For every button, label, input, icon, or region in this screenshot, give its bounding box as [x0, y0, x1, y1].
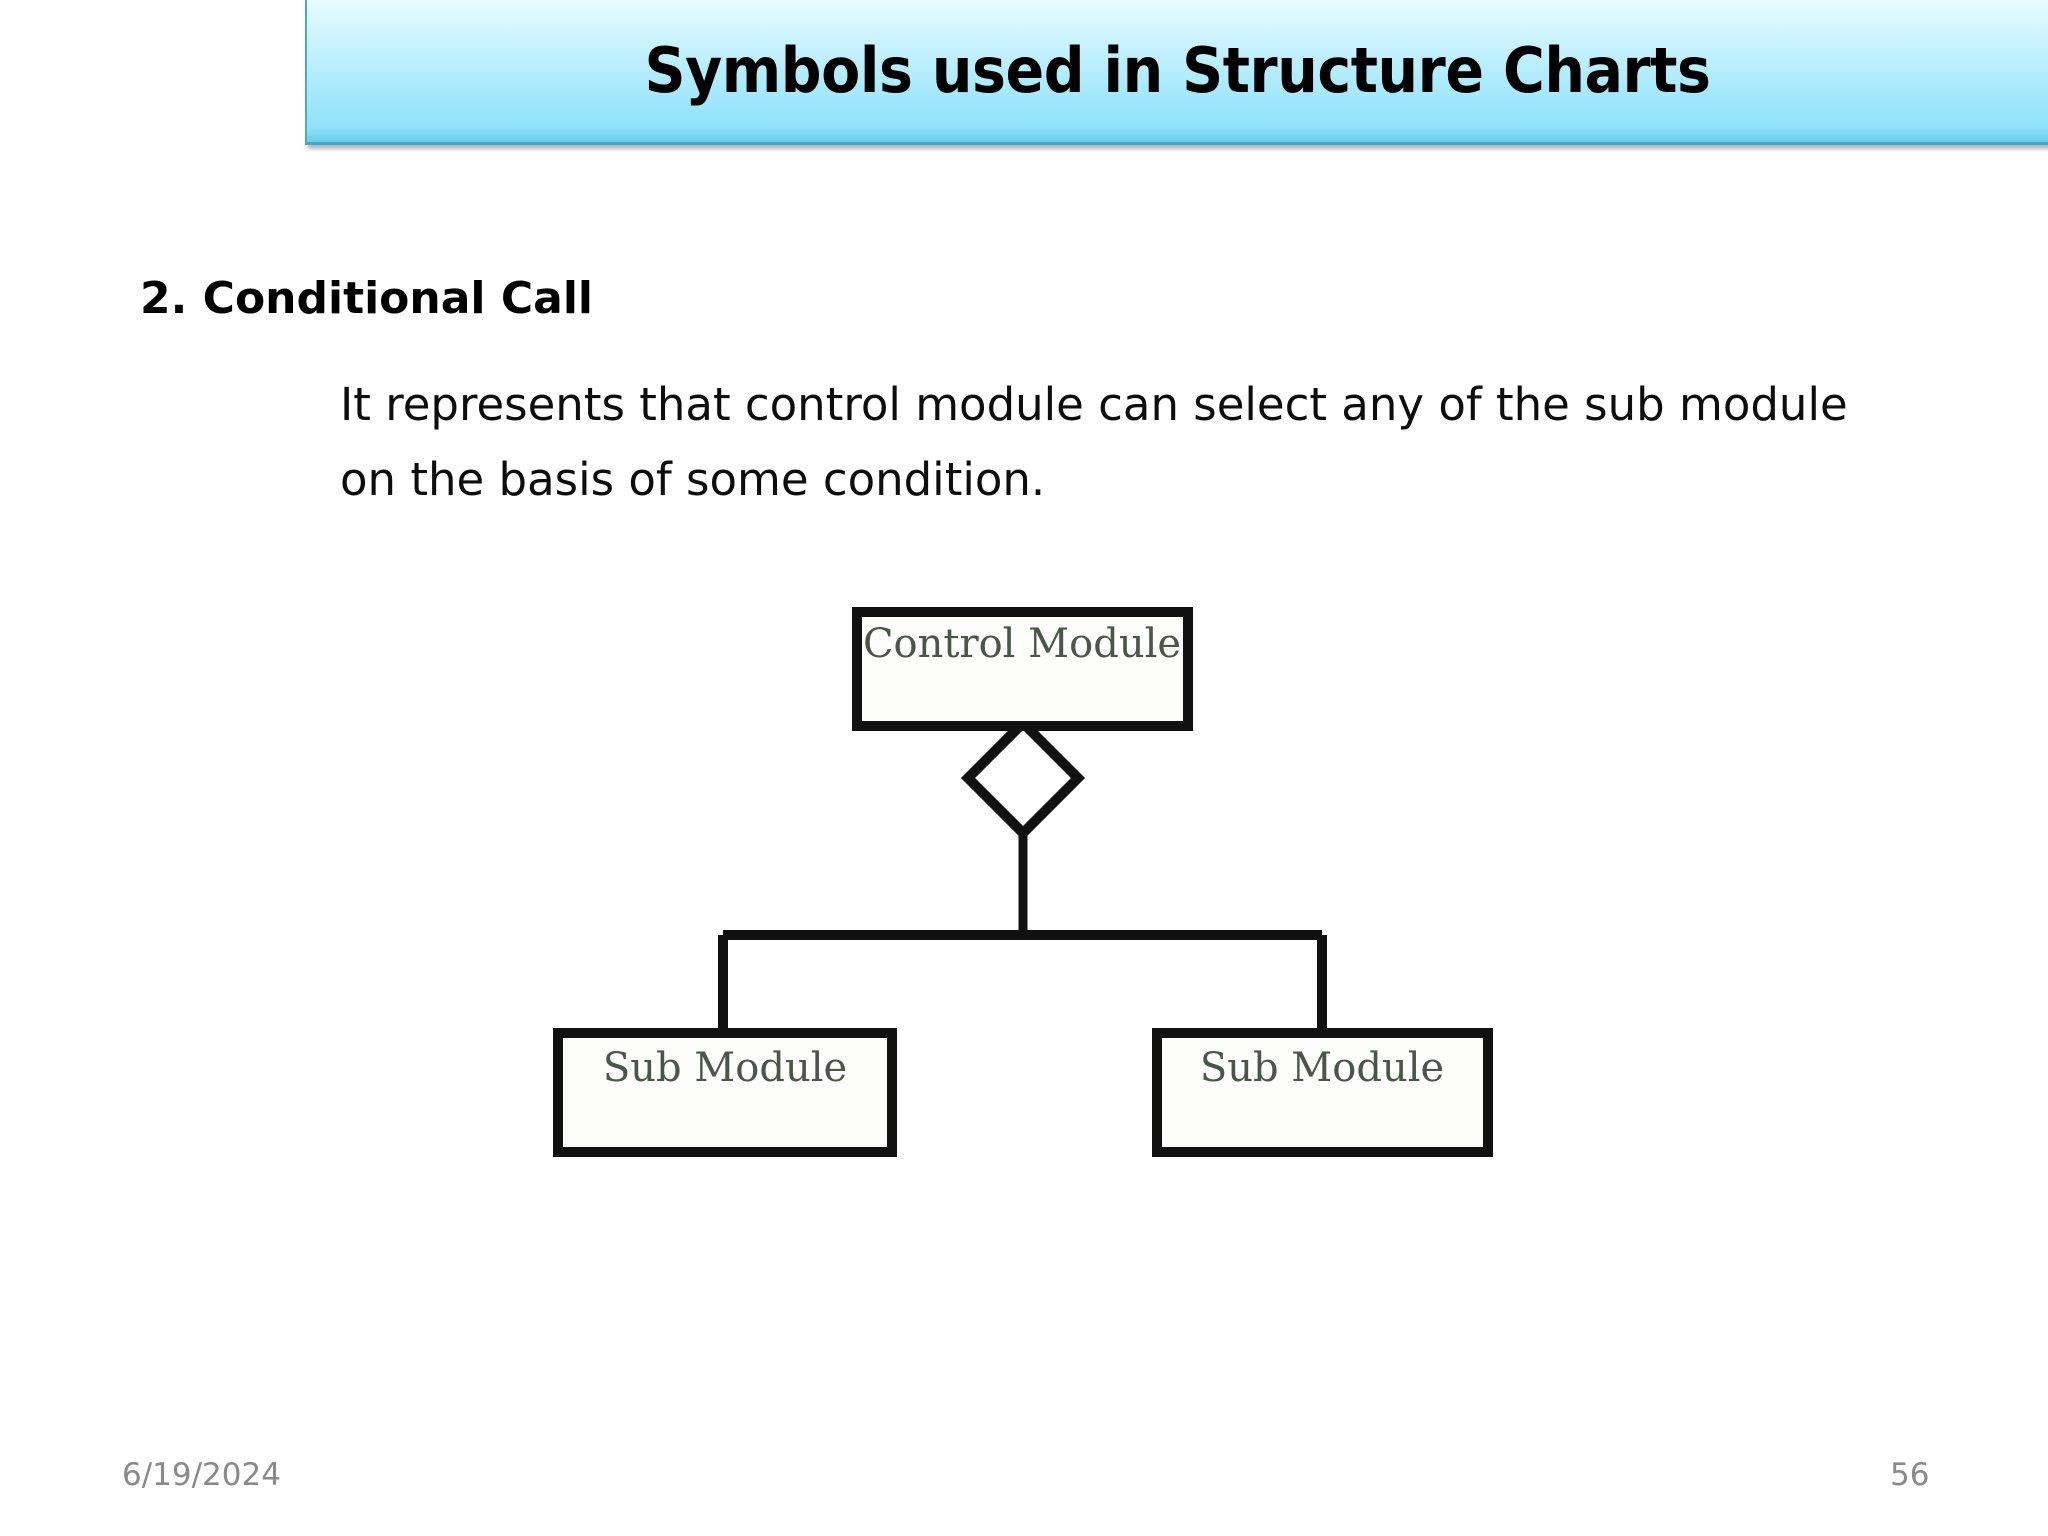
node-sub-module-left: Sub Module: [553, 1028, 897, 1157]
node-control-module: Control Module: [852, 607, 1193, 731]
section-heading: 2. Conditional Call: [140, 273, 593, 324]
node-control-module-label: Control Module: [863, 621, 1181, 667]
footer-date: 6/19/2024: [122, 1457, 281, 1493]
footer-page-number: 56: [1890, 1457, 1930, 1493]
node-sub-module-right: Sub Module: [1152, 1028, 1493, 1157]
body-paragraph: It represents that control module can se…: [340, 378, 1848, 506]
conditional-diamond-icon: [960, 715, 1086, 841]
node-sub-module-left-label: Sub Module: [603, 1045, 847, 1091]
page-title: Symbols used in Structure Charts: [644, 34, 1711, 107]
slide-title-banner: Symbols used in Structure Charts: [305, 0, 2048, 145]
connector-fanout-bar: [718, 930, 1327, 1036]
node-sub-module-right-label: Sub Module: [1200, 1045, 1444, 1091]
